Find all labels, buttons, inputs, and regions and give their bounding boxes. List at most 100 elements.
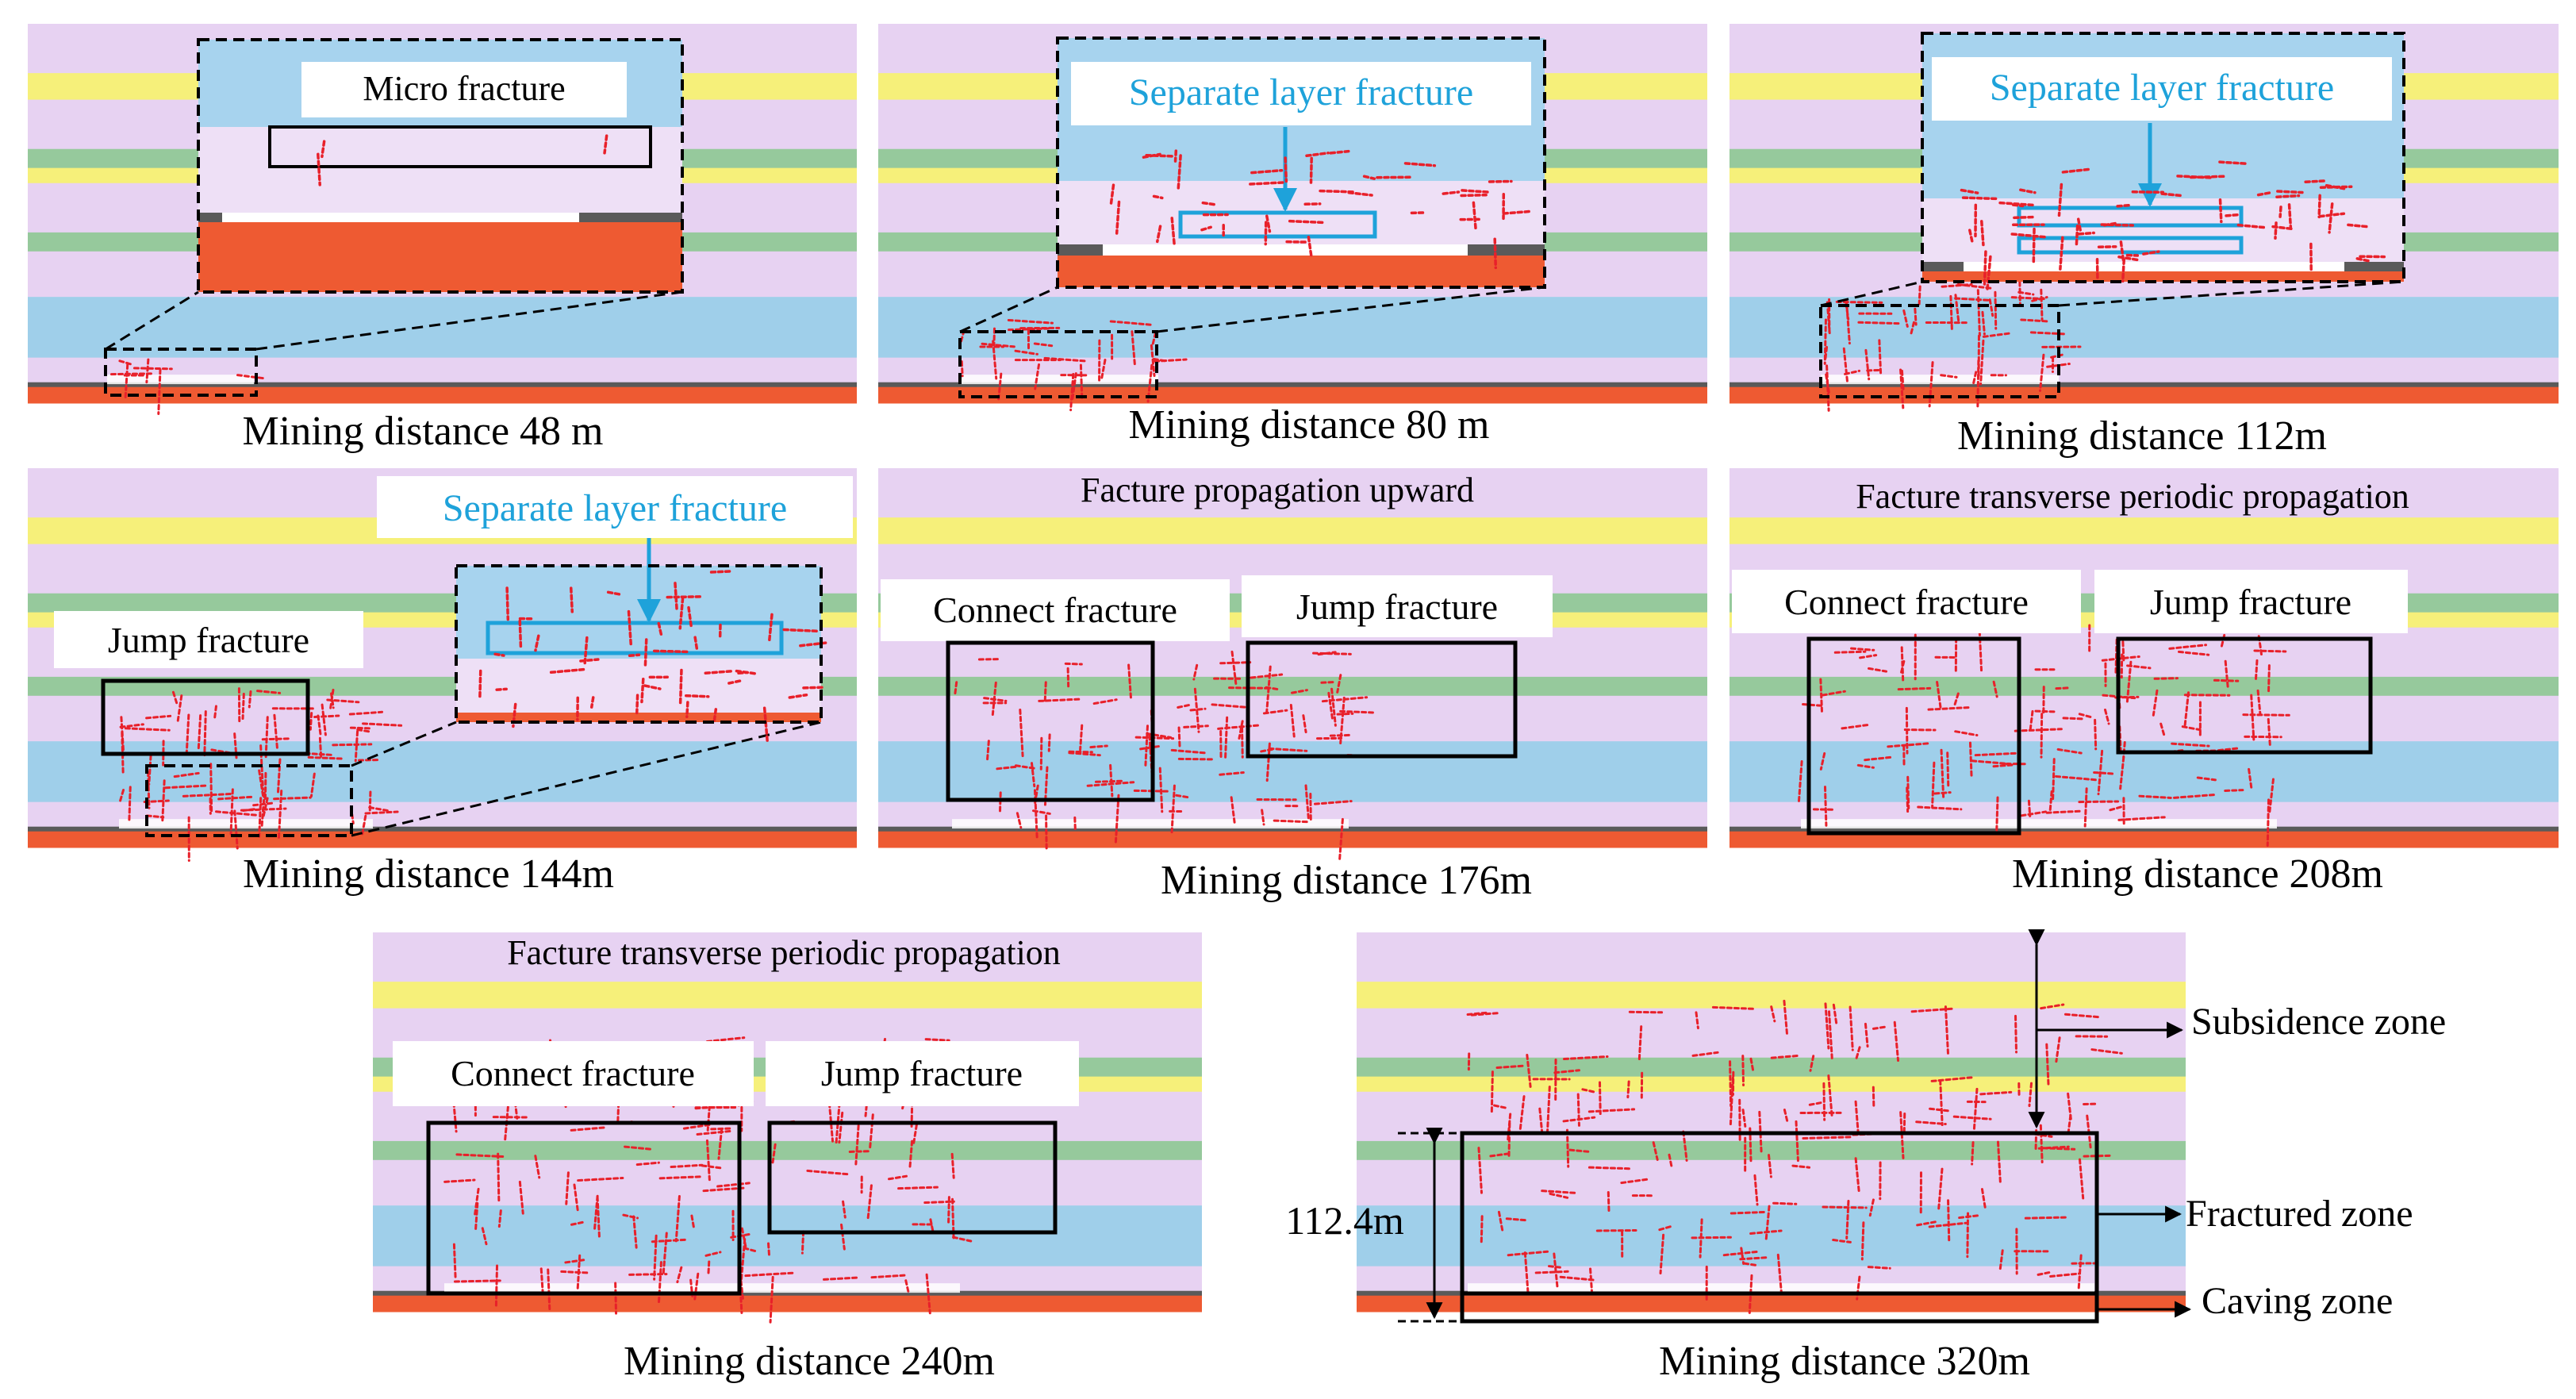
fracture-mark [2052, 758, 2056, 802]
subsidence-zone-label: Subsidence zone [2191, 1001, 2446, 1043]
fracture-mark [1764, 1205, 1771, 1240]
fracture-mark [2142, 250, 2160, 256]
fracture-mark [743, 1247, 758, 1253]
coal-seam-roof-line [373, 1290, 1202, 1296]
fracture-mark [1770, 1005, 1776, 1023]
fracture-mark [1691, 1051, 1719, 1057]
fracture-mark [842, 1200, 847, 1219]
fracture-mark [1845, 1200, 1850, 1239]
fracture-mark [1289, 703, 1296, 738]
fracture-mark [1115, 200, 1121, 235]
fracture-mark [2355, 257, 2373, 263]
coal-seam-roof-line [28, 382, 857, 387]
fracture-mark [119, 723, 144, 728]
fracture-mark [678, 597, 685, 630]
fracture-mark [1219, 771, 1245, 776]
fracture-mark [606, 590, 623, 596]
fracture-mark [2017, 290, 2035, 296]
fracture-mark [1952, 692, 1960, 708]
fracture-mark [2040, 288, 2044, 321]
fracture-mark [1336, 674, 1342, 694]
fracture-mark [1230, 650, 1238, 685]
fracture-mark [622, 1213, 639, 1220]
fracture-mark [1265, 214, 1272, 233]
fracture-mark [1014, 764, 1038, 771]
coal-seam-roof-line [1729, 826, 2559, 832]
fracture-mark [1825, 364, 1830, 412]
fracture-mark [1968, 229, 1974, 244]
coal-seam-roof-line [1729, 382, 2559, 387]
fracture-mark [2056, 748, 2083, 755]
fracture-mark [1071, 372, 1077, 402]
fracture-mark [443, 1178, 476, 1183]
fracture-mark [1743, 1262, 1760, 1267]
fracture-mark [1658, 1224, 1674, 1232]
fracture-mark [674, 582, 678, 612]
fracture-mark [1982, 332, 2013, 338]
fracture-mark [1933, 791, 1952, 795]
panel-320m-annotations: 112.4m Subsidence zone Fractured zone Ca… [1285, 929, 2446, 1384]
rock-layer [373, 1293, 1202, 1313]
fracture-mark [953, 681, 958, 698]
fracture-mark [309, 772, 316, 798]
fracture-mark [651, 1238, 688, 1243]
fracture-mark [1979, 1090, 2013, 1096]
panel-48m-annotations: Micro fracture Mining distance 48 m [104, 38, 684, 454]
fracture-mark [547, 1268, 551, 1310]
fracture-mark [1857, 321, 1901, 325]
fracture-mark [241, 693, 245, 721]
fracture-mark [182, 793, 232, 798]
fracture-mark [1302, 714, 1307, 734]
fracture-mark [248, 690, 252, 709]
fracture-mark [767, 1242, 771, 1258]
fracture-mark [360, 814, 367, 837]
fracture-mark [802, 686, 827, 690]
fracture-mark [908, 1140, 914, 1170]
fracture-mark [1587, 1166, 1631, 1170]
fracture-mark [952, 1236, 973, 1243]
fracture-mark [1893, 1020, 1900, 1063]
fracture-mark [1304, 784, 1310, 820]
fracture-mark [2153, 677, 2179, 680]
fracture-mark [727, 678, 743, 685]
fracture-mark [705, 1036, 746, 1043]
fracture-mark [838, 1111, 844, 1144]
fracture-mark [2278, 206, 2282, 218]
fracture-mark [682, 1123, 712, 1130]
panel-208m-annotations: Facture transverse periodic propagation … [1732, 477, 2409, 897]
panel-112m-zoom-inset: Separate layer fracture [1922, 33, 2404, 290]
fracture-mark [1336, 712, 1354, 716]
rock-layer [28, 297, 857, 359]
fracture-mark [1902, 1113, 1906, 1135]
fracture-mark [1930, 1076, 1975, 1082]
fracture-mark [1109, 320, 1155, 327]
fracture-mark [564, 1258, 587, 1264]
fracture-mark [643, 638, 648, 669]
fracture-mark [1144, 724, 1149, 767]
rock-layer [1729, 468, 2559, 518]
fracture-mark [109, 372, 155, 376]
fracture-mark [1339, 696, 1346, 745]
fracture-mark [1864, 755, 1893, 762]
fracture-mark [2213, 678, 2240, 682]
fracture-mark [640, 678, 645, 704]
separate-layer-fracture-label-80m: Separate layer fracture [1129, 71, 1473, 113]
fracture-mark [1490, 1070, 1494, 1116]
fracture-mark [2268, 778, 2275, 816]
fracture-mark [2055, 774, 2098, 782]
fracture-mark [1553, 1252, 1559, 1289]
fracture-mark [1507, 1122, 1511, 1157]
fracture-mark [2010, 296, 2045, 301]
caption-240m: Mining distance 240m [624, 1339, 995, 1384]
fracture-mark [1854, 1100, 1860, 1138]
rock-layer [1357, 982, 2186, 1009]
fracture-mark [2119, 240, 2125, 262]
fracture-mark [549, 667, 587, 675]
fracture-mark [2059, 236, 2064, 271]
fracture-mark [2079, 1158, 2085, 1200]
fracture-mark [2032, 227, 2036, 266]
fracture-mark [1900, 369, 1905, 392]
fracture-mark [1493, 1104, 1509, 1110]
fracture-mark [707, 1260, 711, 1275]
fracture-mark [321, 140, 326, 159]
